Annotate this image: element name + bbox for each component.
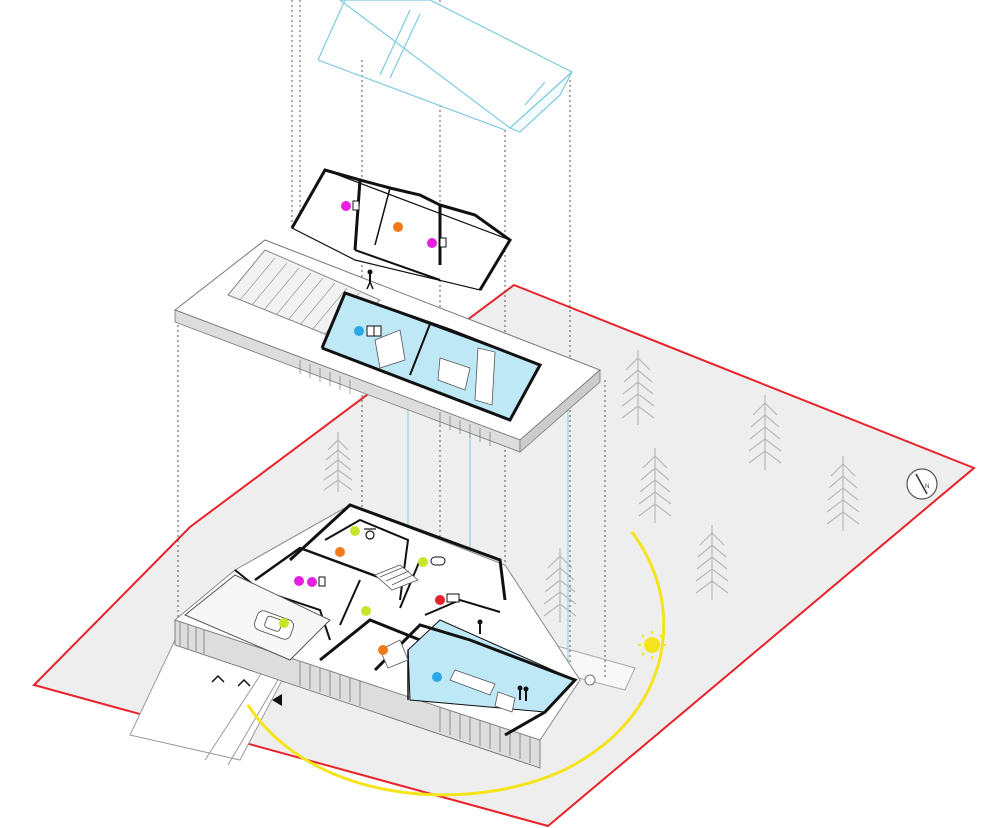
ground-floor [173, 503, 596, 769]
entry-marker [272, 694, 282, 706]
room-marker-ground-bath [335, 547, 345, 557]
tree [621, 350, 655, 425]
roof [317, 0, 574, 133]
tree [748, 395, 782, 470]
room-markers [279, 200, 460, 682]
room-marker-library [354, 326, 364, 336]
gamepad-icon [430, 556, 446, 566]
bed-icon [439, 237, 447, 248]
bed-icon [318, 576, 326, 587]
tv-icon [446, 593, 460, 603]
room-marker-ground-bath-2 [378, 645, 388, 655]
tree [695, 525, 729, 600]
people-icon [517, 685, 529, 701]
sun-path [246, 531, 666, 797]
outdoor-fixture [584, 674, 596, 686]
person-icon [477, 619, 483, 634]
entry-arrows [211, 674, 251, 687]
room-marker-garage [279, 618, 289, 628]
tree [638, 448, 672, 523]
room-marker-tv [435, 595, 445, 605]
drum-icon [364, 528, 376, 540]
tree [543, 548, 577, 623]
room-marker-upper-bath [393, 222, 403, 232]
room-marker-upper-bedroom-2 [427, 238, 437, 248]
room-marker-study [361, 606, 371, 616]
compass-label: N [925, 484, 929, 490]
room-marker-music [350, 526, 360, 536]
room-marker-ground-bedroom [294, 576, 304, 586]
tree [323, 432, 353, 492]
bed-icon [352, 200, 360, 211]
room-marker-upper-bedroom [341, 201, 351, 211]
room-marker-kitchen-living [432, 672, 442, 682]
tree [826, 456, 860, 531]
book-icon [366, 325, 382, 337]
site-plane [32, 283, 976, 828]
trees [323, 350, 860, 623]
north-compass: N [906, 468, 938, 500]
person-icon [366, 269, 374, 290]
stairs [374, 564, 419, 591]
sun-icon [638, 631, 666, 659]
car-icon [254, 610, 294, 640]
room-marker-ground-bedroom-2 [307, 577, 317, 587]
room-marker-games [418, 557, 428, 567]
